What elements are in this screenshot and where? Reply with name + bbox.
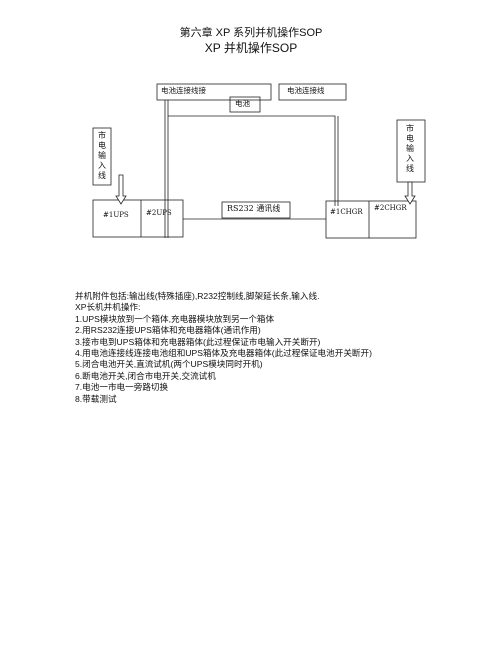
ups1-label: #1UPS bbox=[103, 211, 129, 219]
step-6: 6.断电池开关,闭合市电开关,交流试机 bbox=[75, 370, 216, 381]
battery-link-left-wire bbox=[164, 100, 169, 238]
accessories-line: 并机附件包括:输出线(特殊插座),R232控制线,脚架延长条,输入线. bbox=[75, 291, 320, 301]
step-7: 7.电池一市电一旁路切换 bbox=[75, 382, 169, 393]
mains-input-left-label: 市电输入线 bbox=[98, 131, 106, 180]
battery-link-right-box bbox=[278, 83, 347, 101]
chapter-title: 第六章 XP 系列并机操作SOP bbox=[179, 27, 323, 39]
battery-label: 电池 bbox=[235, 99, 250, 108]
step-8: 8.带载测试 bbox=[75, 393, 117, 404]
step-5: 5.闭合电池开关,直流试机(两个UPS模块同时开机) bbox=[75, 359, 263, 370]
mains-input-left-box bbox=[92, 127, 112, 186]
battery-link-left-label: 电池连接线接 bbox=[161, 86, 206, 95]
battery-link-right-label: 电池连接线 bbox=[287, 86, 325, 95]
mains-input-right-label: 市电输入线 bbox=[406, 124, 414, 173]
step-2: 2.用RS232连接UPS箱体和充电器箱体(通讯作用) bbox=[75, 325, 261, 336]
ups2-label: #2UPS bbox=[146, 209, 172, 217]
rs232-label: RS232 通讯线 bbox=[227, 204, 281, 213]
ups-cabinet-box bbox=[92, 199, 184, 238]
chgr2-label: #2CHGR bbox=[374, 204, 407, 212]
mains-left-arrow bbox=[115, 174, 127, 205]
chgr1-label: #1CHGR bbox=[330, 208, 363, 216]
doc-title: XP 并机操作SOP bbox=[204, 41, 298, 55]
battery-box bbox=[229, 96, 261, 113]
step-1: 1.UPS模块放到一个箱体,充电器模块放到另一个箱体 bbox=[75, 313, 275, 324]
battery-link-top-wire bbox=[168, 115, 336, 206]
rs232-box bbox=[221, 201, 291, 219]
steps-title: XP长机并机操作: bbox=[75, 302, 141, 313]
charger-cabinet-box bbox=[325, 200, 417, 239]
mains-right-arrow bbox=[404, 181, 416, 205]
battery-link-left-box bbox=[156, 83, 272, 101]
procedure-text: 并机附件包括:输出线(特殊插座),R232控制线,脚架延长条,输入线. XP长机… bbox=[75, 291, 495, 405]
step-3: 3.接市电到UPS箱体和充电器箱体(此过程保证市电输入开关断开) bbox=[75, 336, 321, 347]
step-4: 4.用电池连接线连接电池组和UPS箱体及充电器箱体(此过程保证电池开关断开) bbox=[75, 348, 372, 359]
